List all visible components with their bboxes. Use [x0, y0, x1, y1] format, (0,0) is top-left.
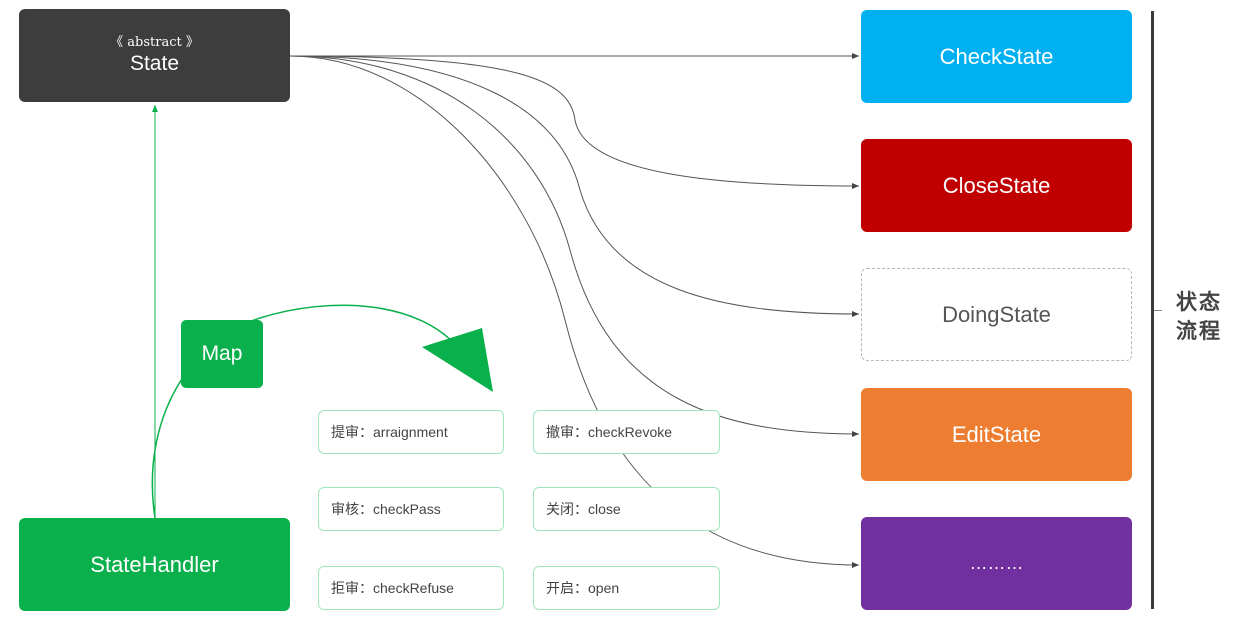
- doing-state-box[interactable]: DoingState: [861, 268, 1132, 361]
- method-check-revoke[interactable]: 撤审：checkRevoke: [533, 410, 720, 454]
- edit-state-label: EditState: [951, 421, 1042, 447]
- doing-state-label: DoingState: [942, 301, 1051, 327]
- more-states-label: ………: [969, 553, 1024, 573]
- connector-to-closestate: [289, 55, 860, 189]
- state-handler-label: StateHandler: [90, 551, 219, 577]
- abstract-state-box[interactable]: 《 abstract 》 State: [19, 9, 290, 102]
- state-flow-label-line2: 流程: [1176, 320, 1222, 343]
- abstract-stereotype: 《 abstract 》: [110, 34, 199, 50]
- check-state-label: CheckState: [939, 43, 1054, 69]
- more-states-box[interactable]: ………: [861, 517, 1132, 610]
- check-state-box[interactable]: CheckState: [861, 10, 1132, 103]
- method-check-pass[interactable]: 审核：checkPass: [318, 487, 504, 531]
- close-state-box[interactable]: CloseState: [861, 139, 1132, 232]
- method-open[interactable]: 开启：open: [533, 566, 720, 610]
- state-handler-box[interactable]: StateHandler: [19, 518, 290, 611]
- method-close[interactable]: 关闭：close: [533, 487, 720, 531]
- map-arc: [151, 304, 461, 519]
- map-arrowhead: [422, 328, 493, 392]
- map-label: Map: [201, 342, 243, 365]
- state-flow-label-line1: 状态: [1176, 291, 1222, 314]
- map-box[interactable]: Map: [181, 320, 263, 388]
- method-check-refuse[interactable]: 拒审：checkRefuse: [318, 566, 504, 610]
- method-arraignment[interactable]: 提审：arraignment: [318, 410, 504, 454]
- flow-bracket-bar: [1151, 11, 1154, 609]
- connector-to-doingstate: [289, 55, 860, 317]
- flow-bracket-tick: [1154, 310, 1162, 311]
- edit-state-box[interactable]: EditState: [861, 388, 1132, 481]
- state-flow-label: 状态 流程: [1176, 288, 1236, 346]
- abstract-state-name: State: [129, 51, 180, 75]
- connector-to-editstate: [289, 55, 860, 437]
- close-state-label: CloseState: [942, 172, 1051, 198]
- connector-to-more: [289, 55, 860, 568]
